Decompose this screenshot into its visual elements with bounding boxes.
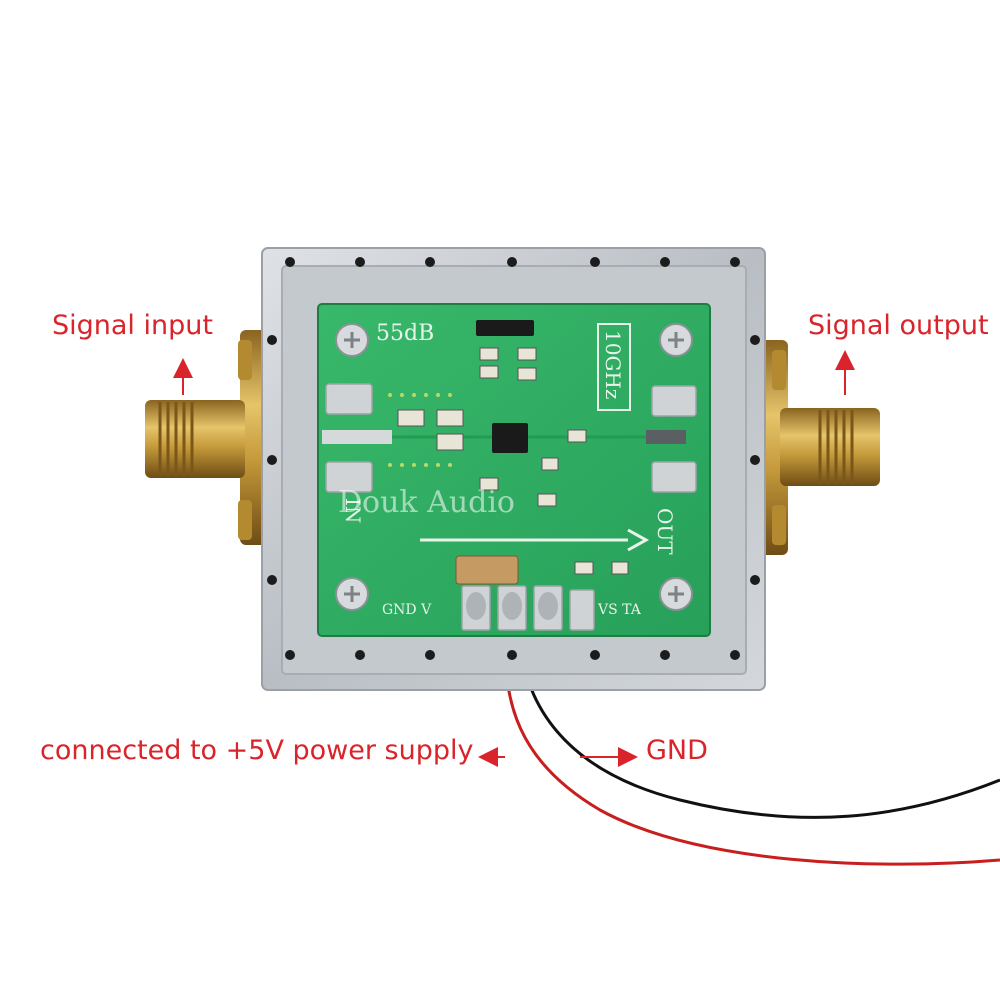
gnd-label: GND xyxy=(646,735,708,766)
power-supply-label: connected to +5V power supply xyxy=(40,735,474,766)
port-in-label: IN xyxy=(341,498,365,523)
annotation-arrows xyxy=(173,350,855,767)
sma-output-connector xyxy=(758,340,880,555)
signal-input-label: Signal input xyxy=(52,310,213,341)
port-out-label: OUT xyxy=(653,508,677,555)
pcb-board: 55dB 10GHz IN OUT GND V VS TA Douk Audio xyxy=(317,303,711,637)
power-wires xyxy=(503,639,1000,866)
gain-label: 55dB xyxy=(376,321,434,346)
pin-labels-left: GND V xyxy=(382,602,432,618)
pin-labels-right: VS TA xyxy=(597,602,642,618)
frequency-label: 10GHz xyxy=(601,330,625,399)
signal-output-label: Signal output xyxy=(808,310,989,341)
sma-input-connector xyxy=(145,330,270,545)
watermark: Douk Audio xyxy=(338,485,515,520)
